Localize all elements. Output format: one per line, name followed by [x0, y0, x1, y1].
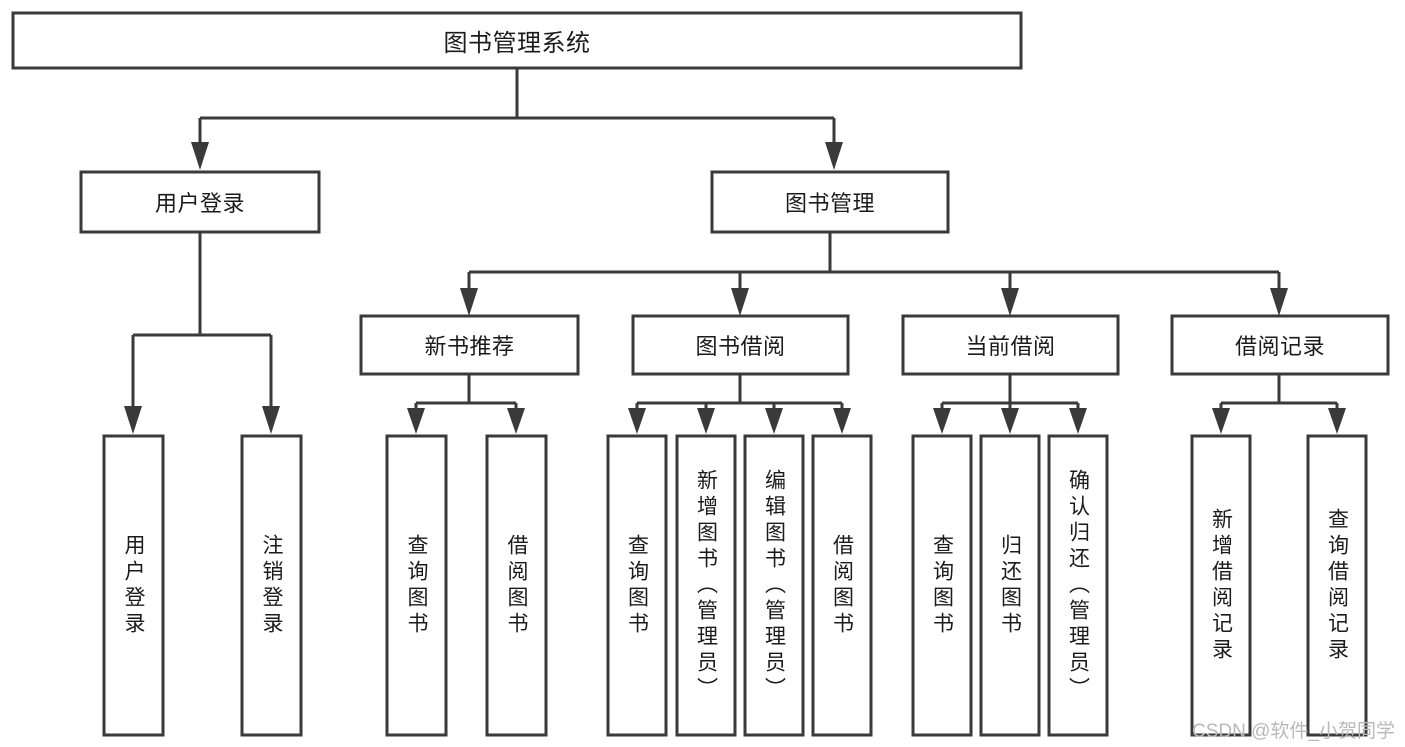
- node-user-login[interactable]: [79, 170, 321, 234]
- leaf-box-current-borrow-1[interactable]: [979, 434, 1041, 737]
- connector-currentborrow-to-leaves: [933, 374, 1087, 434]
- connector-newbook-to-leaves: [407, 374, 525, 434]
- connector-bookmgmt-to-level3: [460, 232, 1288, 316]
- leaf-box-book-borrow-1[interactable]: [675, 434, 737, 737]
- leaf-box-user-login-0[interactable]: [102, 434, 165, 737]
- node-book-management[interactable]: [710, 170, 950, 234]
- node-book-borrow[interactable]: [631, 314, 850, 376]
- connector-borrowrecord-to-leaves: [1212, 374, 1346, 434]
- node-borrow-record[interactable]: [1170, 314, 1390, 376]
- leaf-box-book-borrow-2[interactable]: [743, 434, 805, 737]
- connector-bookborrow-to-leaves: [628, 374, 851, 434]
- leaf-box-new-book-1[interactable]: [485, 434, 548, 737]
- leaf-box-borrow-record-1[interactable]: [1306, 434, 1368, 737]
- leaf-box-current-borrow-2[interactable]: [1047, 434, 1109, 737]
- node-current-borrow[interactable]: [901, 314, 1120, 376]
- leaf-box-new-book-0[interactable]: [385, 434, 448, 737]
- connector-root-to-level2: [191, 68, 843, 170]
- leaf-box-current-borrow-0[interactable]: [911, 434, 973, 737]
- node-root[interactable]: [11, 11, 1023, 70]
- leaf-box-book-borrow-0[interactable]: [606, 434, 668, 737]
- leaf-box-user-login-1[interactable]: [240, 434, 303, 737]
- connector-userlogin-to-leaves: [124, 232, 280, 434]
- leaf-box-book-borrow-3[interactable]: [811, 434, 873, 737]
- node-new-book-recommend[interactable]: [359, 314, 580, 376]
- leaf-box-borrow-record-0[interactable]: [1190, 434, 1252, 737]
